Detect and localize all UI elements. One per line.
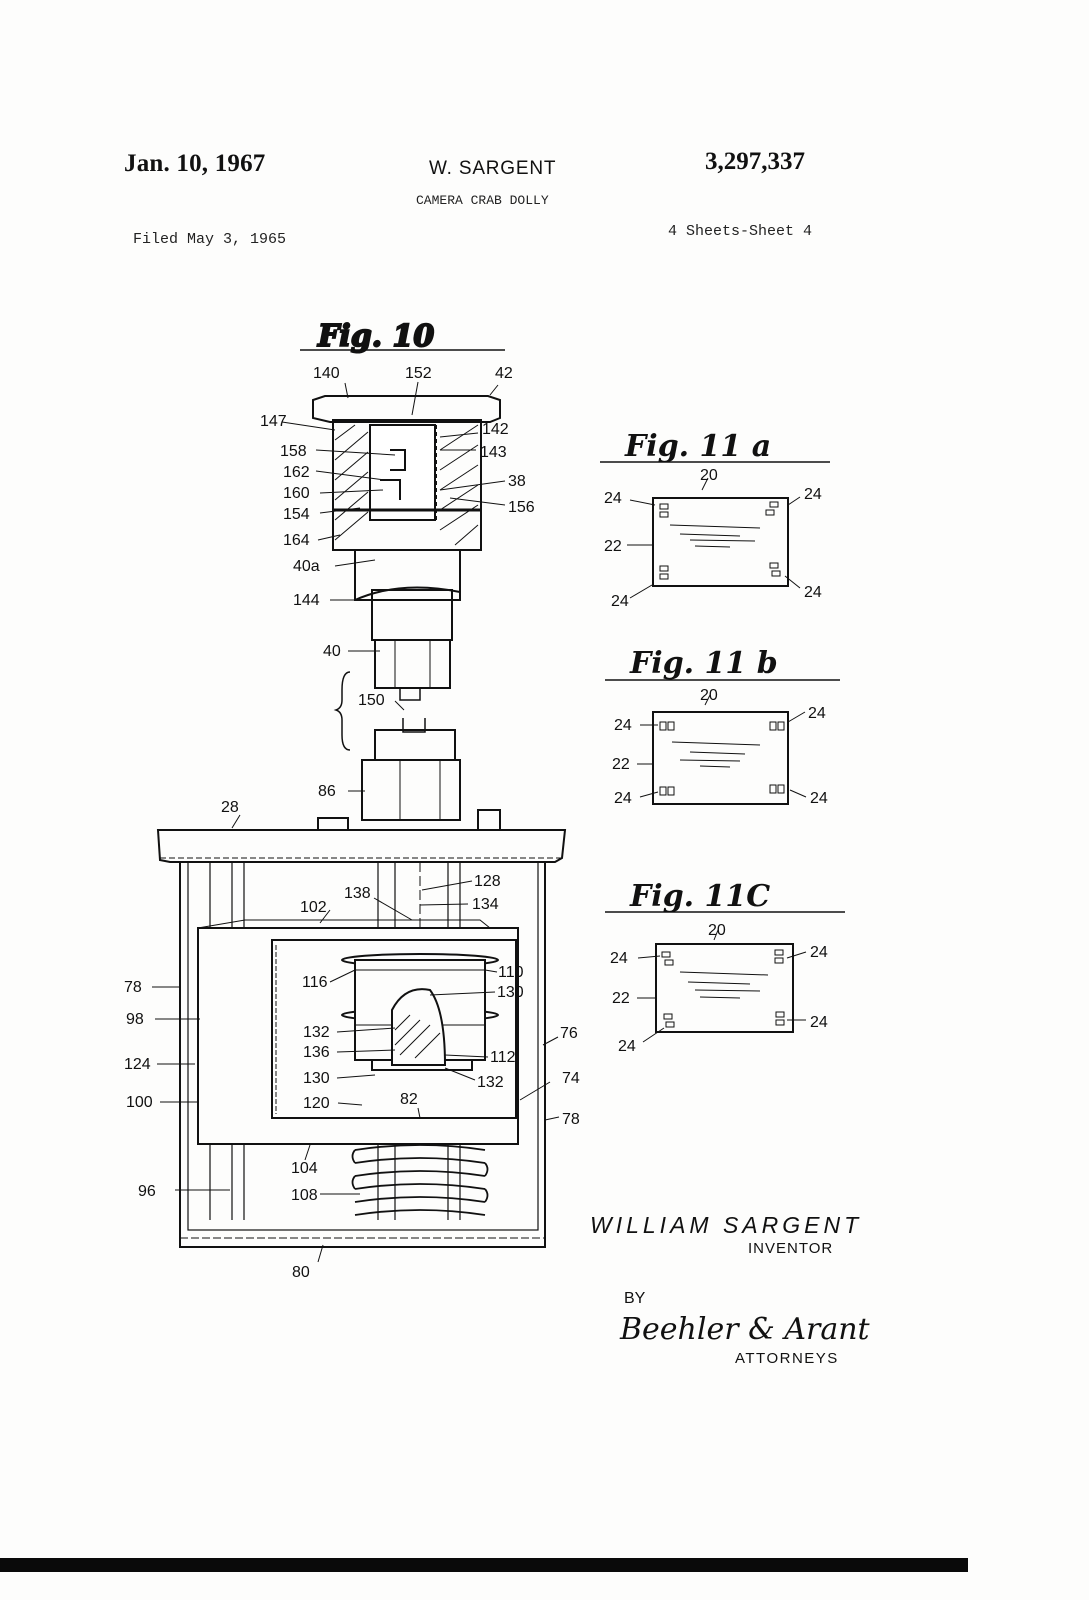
fig11c: Fig. 11C 20 24 24 22 24 24 xyxy=(605,879,845,1055)
ref-164: 164 xyxy=(283,532,310,549)
ref-86: 86 xyxy=(318,783,336,800)
ref-98: 98 xyxy=(126,1011,144,1028)
fig11b-ref-22: 22 xyxy=(612,756,630,773)
ref-144: 144 xyxy=(293,592,320,609)
ref-100: 100 xyxy=(126,1094,153,1111)
fig11c-ref-22: 22 xyxy=(612,990,630,1007)
ref-82: 82 xyxy=(400,1091,418,1108)
fig11a: Fig. 11 a 20 24 24 22 24 24 xyxy=(600,429,830,610)
ref-40: 40 xyxy=(323,643,341,660)
attorneys-role: ATTORNEYS xyxy=(735,1350,839,1367)
fig11b-label: Fig. 11 b xyxy=(629,646,778,681)
fig11b-ref-20: 20 xyxy=(700,687,718,704)
fig11b-ref-24-tl: 24 xyxy=(614,717,632,734)
ref-152: 152 xyxy=(405,365,432,382)
ref-130-lower: 130 xyxy=(303,1070,330,1087)
fig11a-ref-24-bl: 24 xyxy=(611,593,629,610)
fig11a-label: Fig. 11 a xyxy=(624,429,771,464)
ref-136: 136 xyxy=(303,1044,330,1061)
fig11b: Fig. 11 b 20 24 24 22 24 24 xyxy=(605,646,840,807)
ref-162: 162 xyxy=(283,464,310,481)
ref-74: 74 xyxy=(562,1070,580,1087)
attorney-firm-signature: Beehler & Arant xyxy=(620,1312,870,1347)
inventor-role: INVENTOR xyxy=(748,1240,834,1257)
fig11b-ref-24-tr: 24 xyxy=(808,705,826,722)
fig11b-ref-24-bl: 24 xyxy=(614,790,632,807)
sleeve-144 xyxy=(354,549,461,601)
ref-120: 120 xyxy=(303,1095,330,1112)
ref-104: 104 xyxy=(291,1160,318,1177)
fig11c-ref-24-bl: 24 xyxy=(618,1038,636,1055)
patent-number: 3,297,337 xyxy=(705,148,805,175)
ref-96: 96 xyxy=(138,1183,156,1200)
ref-130-upper: 130 xyxy=(497,984,524,1001)
fig11c-label: Fig. 11C xyxy=(629,879,770,914)
fig11c-ref-20: 20 xyxy=(708,922,726,939)
ref-147: 147 xyxy=(260,413,287,430)
ref-132-upper: 132 xyxy=(303,1024,330,1041)
ref-116: 116 xyxy=(302,974,328,991)
ref-108: 108 xyxy=(291,1187,318,1204)
top-cap xyxy=(312,395,501,551)
patent-date: Jan. 10, 1967 xyxy=(124,150,266,177)
ref-78-left: 78 xyxy=(124,979,142,996)
ref-150: 150 xyxy=(358,692,385,709)
ref-78-right: 78 xyxy=(562,1111,580,1128)
ref-110: 110 xyxy=(498,964,524,981)
ref-143: 143 xyxy=(480,444,507,461)
ref-80: 80 xyxy=(292,1264,310,1281)
ref-38: 38 xyxy=(508,473,526,490)
ref-124: 124 xyxy=(124,1056,151,1073)
fig11b-ref-24-br: 24 xyxy=(810,790,828,807)
fig11a-ref-24-tl: 24 xyxy=(604,490,622,507)
ref-112: 112 xyxy=(490,1049,516,1066)
fig11a-ref-20: 20 xyxy=(700,467,718,484)
fig11c-ref-24-br: 24 xyxy=(810,1014,828,1031)
ref-40a: 40a xyxy=(293,558,320,575)
ref-28: 28 xyxy=(221,799,239,816)
filed-date: Filed May 3, 1965 xyxy=(133,231,287,248)
ref-140: 140 xyxy=(313,365,340,382)
ref-132-lower: 132 xyxy=(477,1074,504,1091)
ref-160: 160 xyxy=(283,485,310,502)
ref-156: 156 xyxy=(508,499,535,516)
fig11c-ref-24-tr: 24 xyxy=(810,944,828,961)
ref-134: 134 xyxy=(472,896,499,913)
ref-102: 102 xyxy=(300,899,327,916)
fig11a-ref-24-br: 24 xyxy=(804,584,822,601)
ref-128: 128 xyxy=(474,873,501,890)
fig10-refs: 140 152 42 147 142 158 143 162 38 160 15… xyxy=(124,365,580,1281)
scan-bottom-bar xyxy=(0,1558,968,1572)
ref-76: 76 xyxy=(560,1025,578,1042)
top-plate xyxy=(156,809,567,863)
ref-42: 42 xyxy=(495,365,513,382)
ref-154: 154 xyxy=(283,506,310,523)
ref-158: 158 xyxy=(280,443,307,460)
fig10-label: Fig. 10 xyxy=(317,319,434,354)
inventor-name: WILLIAM SARGENT xyxy=(590,1212,863,1238)
sheet-count: 4 Sheets-Sheet 4 xyxy=(668,223,813,240)
inventor-short-name: W. SARGENT xyxy=(429,158,557,179)
drum-110 xyxy=(341,953,499,1071)
fig11c-ref-24-tl: 24 xyxy=(610,950,628,967)
ref-142: 142 xyxy=(482,421,509,438)
spring-108 xyxy=(351,1144,489,1216)
fig11a-ref-24-tr: 24 xyxy=(804,486,822,503)
fig11a-ref-22: 22 xyxy=(604,538,622,555)
ref-138: 138 xyxy=(344,885,371,902)
by-label: BY xyxy=(624,1290,646,1307)
patent-title: CAMERA CRAB DOLLY xyxy=(416,193,549,208)
